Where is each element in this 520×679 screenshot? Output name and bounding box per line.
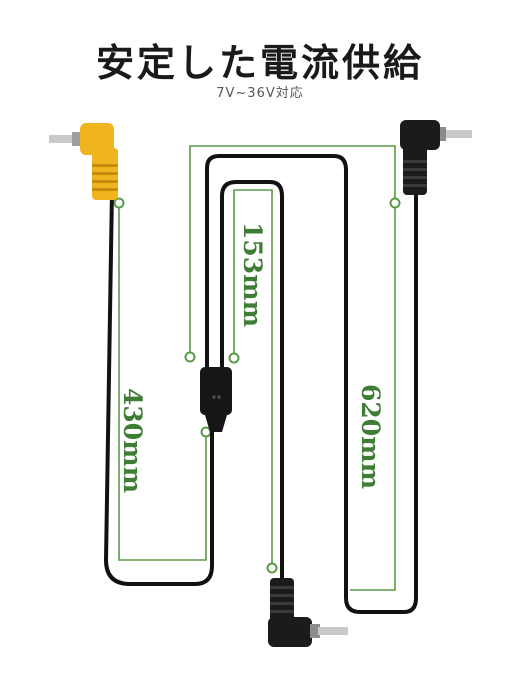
dimension-lines: [118, 145, 396, 591]
right-cable: [205, 154, 418, 614]
right-dimension-line-lower: [350, 203, 396, 591]
page-title: 安定した電流供給: [95, 40, 424, 85]
left-dimension-line: [118, 203, 207, 561]
splitter-body: [200, 367, 232, 432]
right-end-marker: [389, 197, 401, 209]
black-dc-plug-top: [400, 120, 472, 195]
right-cable-length: 620mm: [356, 384, 385, 489]
voltage-subtitle: 7V~36V対応: [216, 86, 304, 101]
right-start-marker: [184, 351, 196, 363]
black-dc-plug-bottom: [268, 578, 348, 647]
middle-cable: [220, 180, 284, 580]
middle-dimension-line: [233, 189, 273, 568]
left-start-marker: [113, 197, 125, 209]
dimension-markers: [113, 197, 401, 574]
left-cable: [104, 188, 214, 586]
middle-cable-length: 153mm: [238, 222, 267, 327]
right-dimension-line: [189, 145, 396, 357]
middle-end-marker: [266, 562, 278, 574]
middle-start-marker: [228, 352, 240, 364]
left-cable-length: 430mm: [118, 388, 147, 493]
yellow-dc-plug: [49, 123, 118, 200]
cables: [104, 154, 418, 614]
